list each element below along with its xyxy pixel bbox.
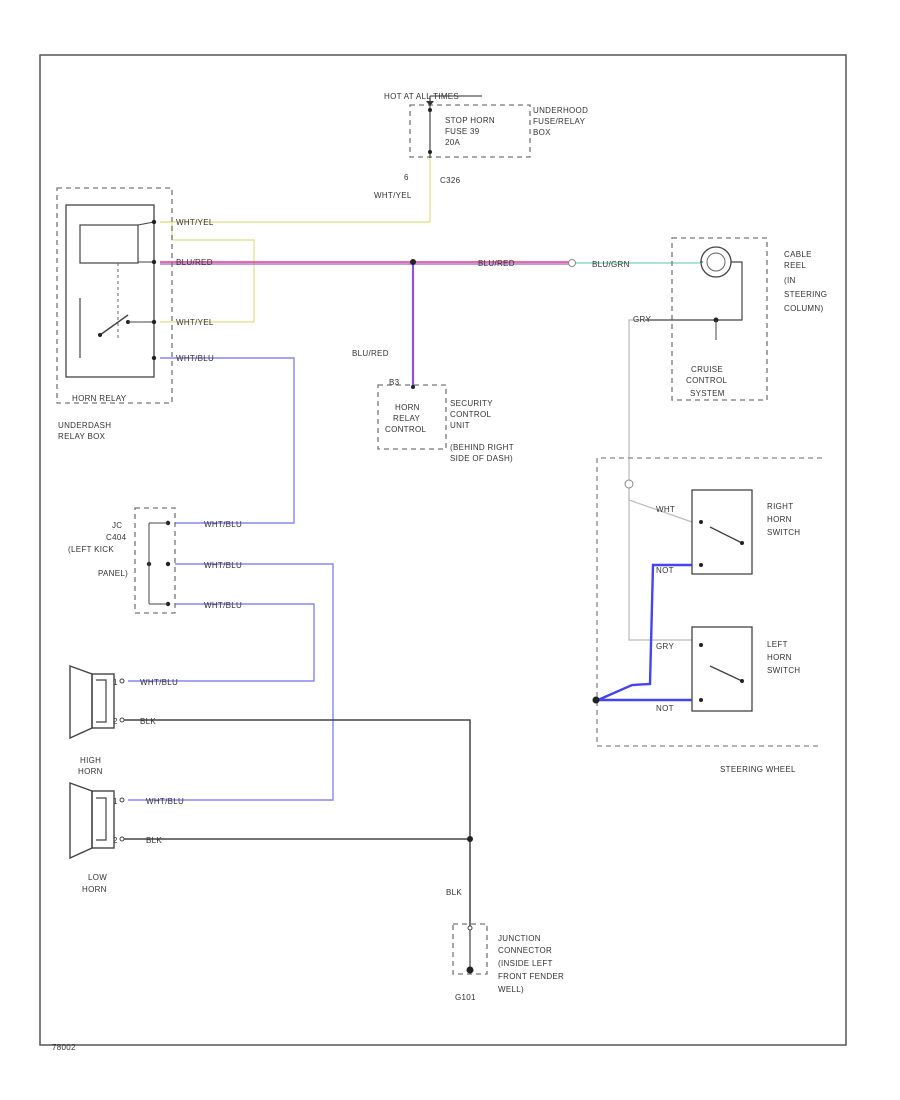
right-wire-2: NOT	[656, 566, 674, 575]
high-horn-label-2: HORN	[78, 767, 103, 776]
left-switch-3: SWITCH	[767, 666, 800, 675]
ground-wire-label: BLK	[446, 888, 462, 897]
wire-wht-yel	[160, 158, 431, 323]
splice-dot	[410, 259, 416, 265]
ground-label-4: FRONT FENDER	[498, 972, 564, 981]
security-name-5: SIDE OF DASH)	[450, 454, 513, 463]
jc-wire-2: WHT/BLU	[204, 561, 242, 570]
horn-relay-label: HORN RELAY	[72, 394, 127, 403]
wire-gry	[628, 319, 692, 641]
fuse-box-name-1: UNDERHOOD	[533, 106, 588, 115]
cable-reel: CABLE REEL (IN STEERING COLUMN) GRY	[633, 237, 827, 401]
gry-wire-label: GRY	[633, 315, 651, 324]
jc-label-2: C404	[106, 533, 127, 542]
high-horn-wire-2: BLK	[140, 717, 156, 726]
high-horn-pin-1: 1	[113, 678, 118, 687]
cruise-label-1: CRUISE	[691, 365, 723, 374]
wire-label-wht-yel-top: WHT/YEL	[374, 191, 412, 200]
fuse-label-3: 20A	[445, 138, 460, 147]
ground-label-3: (INSIDE LEFT	[498, 959, 553, 968]
security-box-1: HORN	[395, 403, 420, 412]
security-name-2: CONTROL	[450, 410, 491, 419]
low-horn: WHT/BLU BLK 1 2	[69, 782, 184, 860]
jc-wire-3: WHT/BLU	[204, 601, 242, 610]
security-control-unit: BLU/RED B3 HORN RELAY CONTROL SECURITY C…	[352, 349, 514, 463]
security-wire-label: BLU/RED	[352, 349, 389, 358]
wire-wht-right	[628, 488, 693, 523]
cruise-control-system: CRUISE CONTROL SYSTEM	[686, 365, 727, 398]
right-switch-2: HORN	[767, 515, 792, 524]
junction-c404: JC C404 (LEFT KICK PANEL) WHT/BLU WHT/BL…	[68, 507, 242, 614]
right-switch-1: RIGHT	[767, 502, 793, 511]
left-wire-2: NOT	[656, 704, 674, 713]
low-horn-pin-1: 1	[113, 797, 118, 806]
ground-label-5: WELL)	[498, 985, 524, 994]
wire-wht-blu	[128, 357, 334, 801]
reel-label-3: (IN	[784, 276, 796, 285]
wire-blk	[122, 719, 471, 926]
reel-label-2: REEL	[784, 261, 806, 270]
connector-reel	[568, 259, 576, 267]
low-horn-label-2: HORN	[82, 885, 107, 894]
diagram-id: 78002	[52, 1043, 76, 1052]
right-switch-3: SWITCH	[767, 528, 800, 537]
fuse-box-name-3: BOX	[533, 128, 551, 137]
high-horn-label-1: HIGH	[80, 756, 101, 765]
pin-b3: B3	[389, 378, 400, 387]
high-horn: WHT/BLU BLK 1 2	[69, 665, 178, 740]
security-name-4: (BEHIND RIGHT	[450, 443, 514, 452]
high-horn-pin-2: 2	[113, 717, 118, 726]
ground-ref: G101	[455, 993, 476, 1002]
jc-label-3: (LEFT KICK	[68, 545, 114, 554]
jc-label-1: JC	[112, 521, 122, 530]
low-horn-wire-2: BLK	[146, 836, 162, 845]
low-horn-wire-1: WHT/BLU	[146, 797, 184, 806]
diagram-frame	[39, 54, 847, 1046]
cruise-label-2: CONTROL	[686, 376, 727, 385]
hot-label: HOT AT ALL TIMES	[384, 92, 459, 101]
fuse-relay-box: HOT AT ALL TIMES STOP HORN FUSE 39 20A U…	[374, 92, 588, 200]
underdash-label-2: RELAY BOX	[58, 432, 106, 441]
left-switch-2: HORN	[767, 653, 792, 662]
security-name-1: SECURITY	[450, 399, 493, 408]
underdash-label-1: UNDERDASH	[58, 421, 111, 430]
ground-label-2: CONNECTOR	[498, 946, 552, 955]
left-wire-1: GRY	[656, 642, 674, 651]
security-name-3: UNIT	[450, 421, 470, 430]
jc-wire-1: WHT/BLU	[204, 520, 242, 529]
relay-wire-3: WHT/YEL	[176, 318, 214, 327]
reel-label-1: CABLE	[784, 250, 812, 259]
ground-label-1: JUNCTION	[498, 934, 541, 943]
reel-label-4: STEERING	[784, 290, 827, 299]
fuse-box-name-2: FUSE/RELAY	[533, 117, 586, 126]
security-box-3: CONTROL	[385, 425, 426, 434]
steering-wheel: RIGHT HORN SWITCH WHT NOT LEFT HORN SWIT…	[592, 457, 822, 774]
connector-c326: C326	[440, 176, 461, 185]
junction-connector-ground: BLK JUNCTION CONNECTOR (INSIDE LEFT FRON…	[446, 836, 564, 1002]
horn-relay: WHT/YEL BLU/RED WHT/YEL WHT/BLU HORN REL…	[56, 187, 214, 441]
security-box-2: RELAY	[393, 414, 421, 423]
relay-wire-1: WHT/YEL	[176, 218, 214, 227]
cruise-label-3: SYSTEM	[690, 389, 725, 398]
high-horn-wire-1: WHT/BLU	[140, 678, 178, 687]
pin-6: 6	[404, 173, 409, 182]
fuse-label-1: STOP HORN	[445, 116, 495, 125]
left-switch-1: LEFT	[767, 640, 788, 649]
wire-not-right	[597, 563, 692, 702]
reel-label-5: COLUMN)	[784, 304, 823, 313]
low-horn-label-1: LOW	[88, 873, 107, 882]
relay-wire-2: BLU/RED	[176, 258, 213, 267]
bus-wire-label: BLU/RED	[478, 259, 515, 268]
fuse-label-2: FUSE 39	[445, 127, 480, 136]
steering-wheel-label: STEERING WHEEL	[720, 765, 796, 774]
jc-label-4: PANEL)	[98, 569, 128, 578]
low-horn-pin-2: 2	[113, 836, 118, 845]
reel-wire-label: BLU/GRN	[592, 260, 630, 269]
right-wire-1: WHT	[656, 505, 675, 514]
relay-wire-4: WHT/BLU	[176, 354, 214, 363]
